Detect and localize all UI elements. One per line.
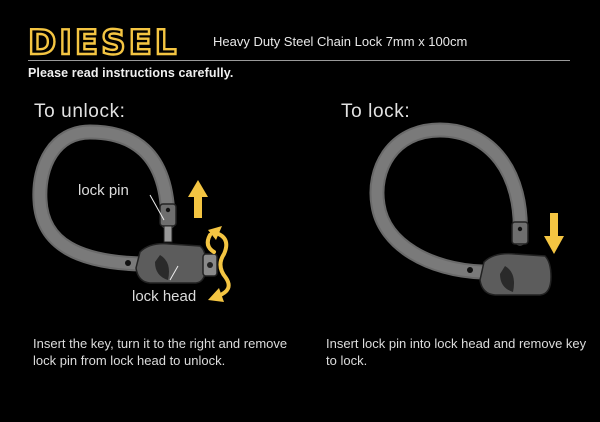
brand-wordmark: DIESEL [28, 24, 179, 58]
lock-heading: To lock: [341, 101, 411, 122]
diesel-logo: DIESEL [28, 24, 179, 58]
up-arrow-icon [188, 180, 208, 218]
cable-rivet [125, 260, 131, 266]
lock-pin [163, 225, 173, 243]
lock-head-label: lock head [132, 288, 197, 305]
lock-illustration [369, 122, 564, 296]
rotate-arrow-icon [205, 226, 231, 302]
lock-instructions: Insert lock pin into lock head and remov… [326, 336, 587, 368]
lock-pin-collar-locked [511, 221, 529, 245]
locked-lock-head [479, 252, 552, 296]
header-divider [28, 60, 570, 61]
instructions-notice: Please read instructions carefully. [28, 66, 234, 80]
down-arrow-icon [544, 213, 564, 254]
unlock-illustration [32, 124, 231, 302]
lock-pin-label: lock pin [78, 182, 129, 199]
unlock-heading: To unlock: [34, 101, 126, 122]
lock-head-leader [169, 265, 179, 281]
lock-pin-collar [159, 203, 177, 227]
product-title: Heavy Duty Steel Chain Lock 7mm x 100cm [213, 34, 468, 49]
unlock-instructions: Insert the key, turn it to the right and… [33, 336, 288, 368]
lock-pin-leader [149, 194, 165, 221]
unlock-lock-head [135, 242, 207, 284]
